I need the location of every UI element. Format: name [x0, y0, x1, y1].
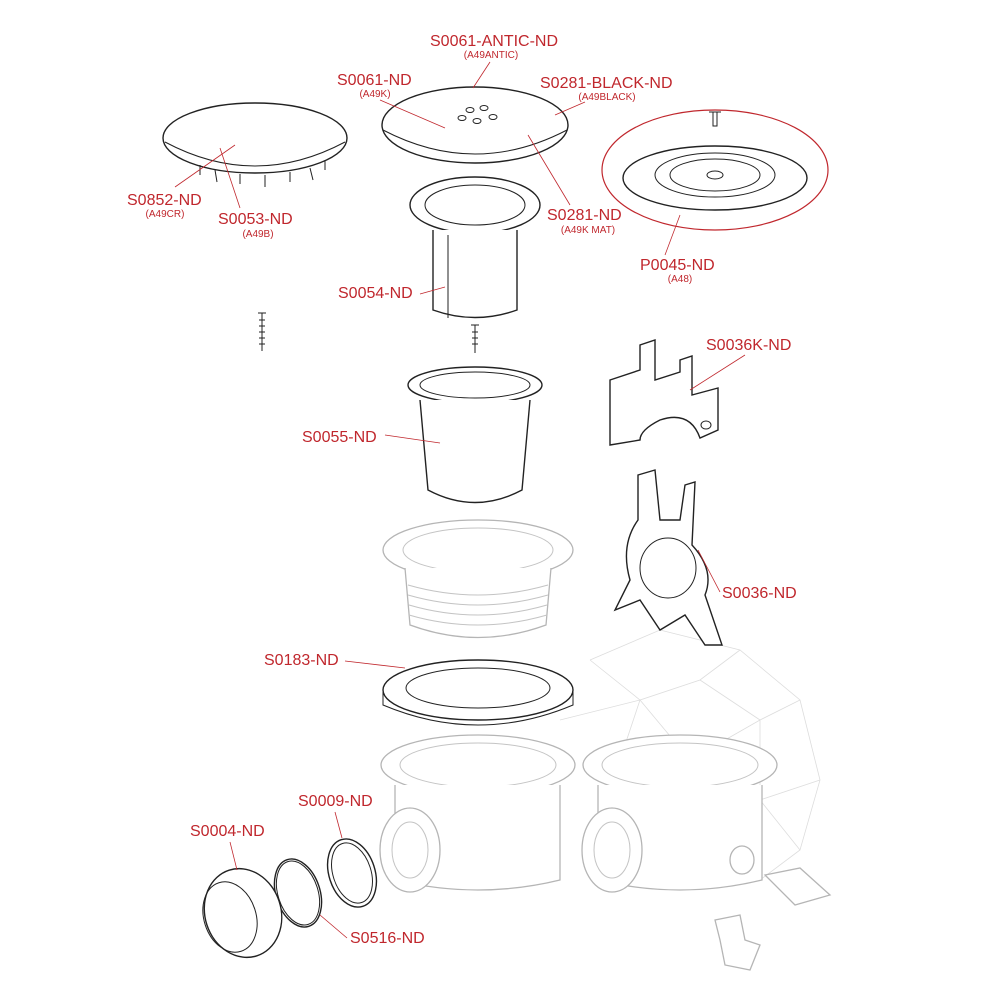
label-s0055: S0055-ND [302, 429, 377, 446]
drain-housing-right [581, 734, 778, 893]
ref-a49b: (A49B) [242, 229, 273, 240]
part-labels: S0061-ANTIC-ND (A49ANTIC) S0061-ND (A49K… [127, 33, 797, 947]
label-p0045: P0045-ND [640, 257, 715, 274]
body-s0054 [409, 176, 541, 319]
label-s0054: S0054-ND [338, 285, 413, 302]
cover-s0061 [381, 86, 569, 164]
label-s0036: S0036-ND [722, 585, 797, 602]
label-s0281: S0281-ND [547, 207, 622, 224]
label-s0061: S0061-ND [337, 72, 412, 89]
body-s0055 [407, 366, 543, 504]
nut-s0004 [202, 867, 283, 959]
gasket-s0009 [326, 838, 378, 908]
label-s0852: S0852-ND [127, 192, 202, 209]
ref-a49antic: (A49ANTIC) [464, 50, 518, 61]
label-s0516: S0516-ND [350, 930, 425, 947]
label-s0061-antic: S0061-ANTIC-ND [430, 33, 558, 50]
ref-a49cr: (A49CR) [146, 209, 185, 220]
label-s0036k: S0036K-ND [706, 337, 791, 354]
fitting-elbow [714, 914, 761, 971]
label-s0053: S0053-ND [218, 211, 293, 228]
label-s0009: S0009-ND [298, 793, 373, 810]
drain-housing-left [379, 734, 576, 893]
leader-lines [174, 61, 746, 939]
ring-s0183 [382, 659, 574, 726]
fitting-straight [763, 867, 832, 906]
label-s0281-black: S0281-BLACK-ND [540, 75, 673, 92]
key-s0036k [609, 339, 719, 446]
key-s0036 [613, 469, 723, 646]
ref-a49k: (A49K) [359, 89, 390, 100]
cover-s0852 [162, 102, 348, 187]
flange-ring [382, 519, 574, 639]
label-s0004: S0004-ND [190, 823, 265, 840]
ref-a49k-mat: (A49K MAT) [561, 225, 615, 236]
screw-left [258, 312, 266, 351]
ref-a48: (A48) [668, 274, 692, 285]
screw-center [471, 324, 479, 353]
grate-p0045 [601, 109, 829, 231]
ref-a49black: (A49BLACK) [578, 92, 635, 103]
label-s0183: S0183-ND [264, 652, 339, 669]
